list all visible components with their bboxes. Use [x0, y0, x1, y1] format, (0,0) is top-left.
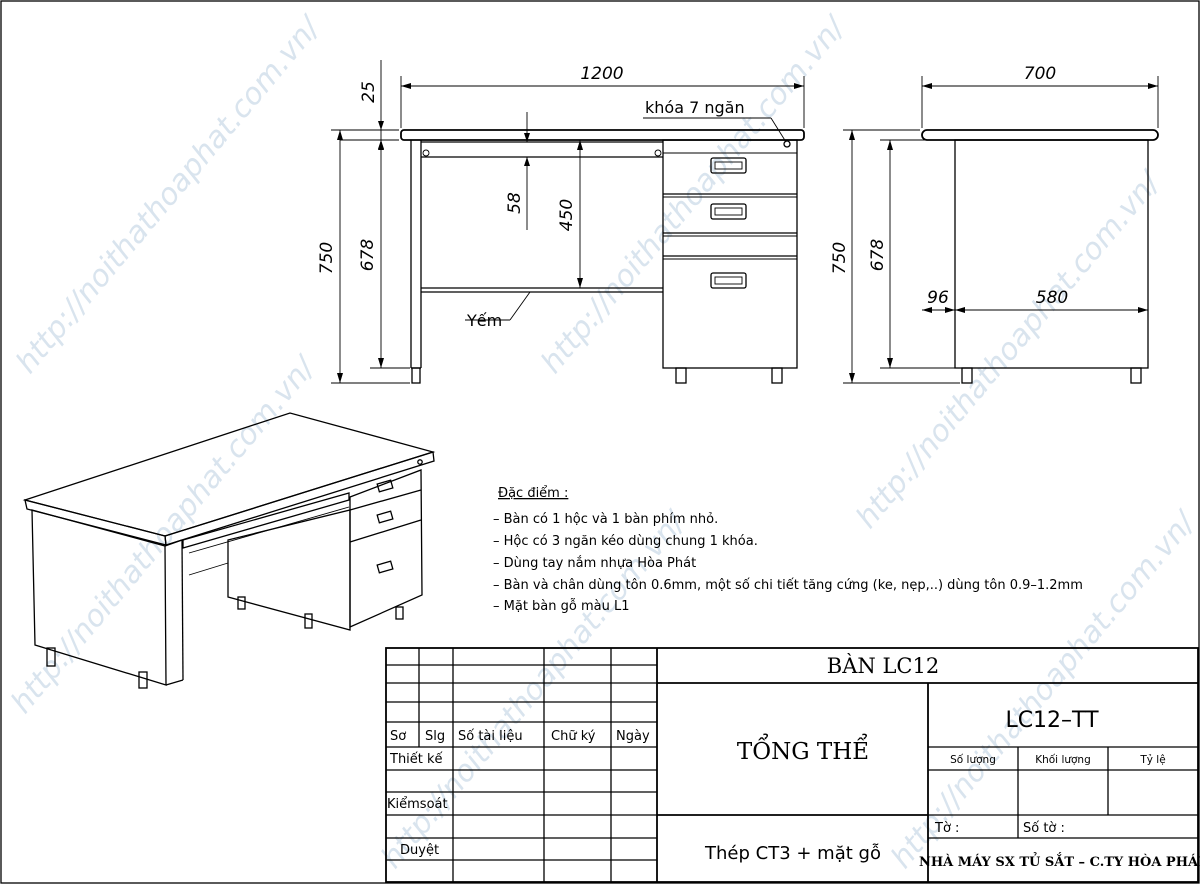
- side-view: 700 750 678 96 580: [830, 64, 1159, 384]
- side-dim-leg-height: 678: [868, 239, 888, 272]
- col-slg: Slg: [425, 729, 445, 744]
- front-view: khóa 7 ngăn Yếm 1200 25 750 678 58: [317, 60, 805, 384]
- label-modesty: Yếm: [466, 311, 502, 330]
- drawing-code: LC12–TT: [1005, 708, 1099, 733]
- note-item: – Dùng tay nắm nhựa Hòa Phát: [493, 556, 696, 571]
- side-dim-total-height: 750: [830, 242, 850, 274]
- row-thiet-ke: Thiết kế: [389, 752, 443, 767]
- drawer-handle-2: [710, 203, 747, 220]
- col-ngay: Ngày: [616, 729, 650, 744]
- watermark-1: http://noithathoaphat.com.vn/: [9, 9, 329, 380]
- company-name: NHÀ MÁY SX TỦ SẮT – C.TY HÒA PHÁT: [919, 852, 1200, 870]
- ty-le-label: Tỷ lệ: [1139, 754, 1165, 766]
- so-luong-label: Số lượng: [950, 754, 996, 766]
- dim-width: 1200: [580, 64, 623, 84]
- note-item: – Bàn có 1 hộc và 1 bàn phím nhỏ.: [493, 512, 718, 527]
- row-duyet: Duyệt: [400, 843, 439, 858]
- product-name: BÀN LC12: [827, 654, 939, 678]
- dim-inner: 580: [1036, 288, 1068, 308]
- note-item: – Mặt bàn gỗ màu L1: [493, 599, 630, 614]
- material: Thép CT3 + mặt gỗ: [704, 843, 881, 864]
- dim-left: 96: [927, 288, 949, 308]
- note-item: – Bàn và chân dùng tôn 0.6mm, một số chi…: [493, 578, 1083, 593]
- watermark-3: http://noithathoaphat.com.vn/: [4, 349, 324, 720]
- to-label: Tờ :: [934, 821, 959, 836]
- label-lock: khóa 7 ngăn: [645, 98, 745, 117]
- watermark-layer: http://noithathoaphat.com.vn/ http://noi…: [4, 9, 1200, 875]
- so-to-label: Số tờ :: [1023, 821, 1065, 836]
- front-left-foot: [411, 367, 421, 384]
- dim-leg-height: 678: [358, 239, 378, 272]
- front-pedestal: [662, 139, 798, 369]
- dim-top-thickness: 25: [359, 81, 379, 103]
- note-item: – Hộc có 3 ngăn kéo dùng chung 1 khóa.: [493, 534, 758, 549]
- notes-block: Đặc điểm : – Bàn có 1 hộc và 1 bàn phím …: [493, 486, 1083, 614]
- drawer-handle-1: [710, 157, 747, 174]
- dim-knee: 450: [557, 199, 577, 231]
- watermark-6: http://noithathoaphat.com.vn/: [884, 504, 1200, 875]
- title-block: Sơ Slg Số tài liệu Chữ ký Ngày Thiết kế …: [385, 647, 1200, 883]
- drawing-title: TỔNG THỂ: [737, 733, 869, 765]
- col-so: Sơ: [390, 729, 406, 744]
- watermark-4: http://noithathoaphat.com.vn/: [849, 164, 1169, 535]
- isometric-view: [22, 412, 436, 689]
- row-kiem-soat: Kiểmsoát: [387, 797, 448, 812]
- front-desktop: [400, 129, 805, 141]
- side-desktop: [921, 129, 1159, 141]
- lock-icon: [783, 140, 791, 148]
- dim-drawer: 58: [505, 192, 525, 214]
- col-chu-ky: Chữ ký: [551, 729, 596, 744]
- dim-depth: 700: [1024, 64, 1056, 84]
- col-so-tai-lieu: Số tài liệu: [458, 729, 523, 744]
- notes-title: Đặc điểm :: [498, 486, 568, 501]
- side-panel: [954, 139, 1149, 369]
- drawer-handle-3: [710, 272, 747, 289]
- khoi-luong-label: Khối lượng: [1035, 754, 1091, 766]
- dim-total-height: 750: [317, 242, 337, 274]
